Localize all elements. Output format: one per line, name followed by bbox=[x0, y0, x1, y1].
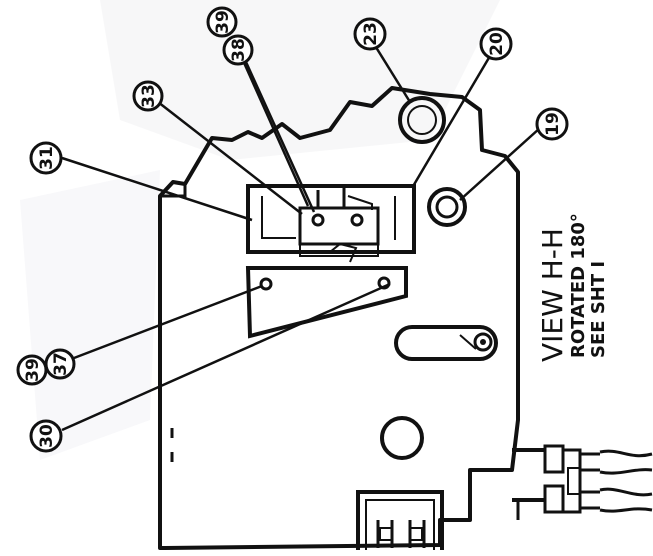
callout-label: 39 bbox=[213, 10, 233, 34]
callout-label: 23 bbox=[361, 22, 381, 46]
callout-label: 30 bbox=[37, 424, 57, 448]
sheet-note: SEE SHT I bbox=[588, 261, 609, 358]
slot-with-pin bbox=[394, 325, 498, 361]
callout-label: 33 bbox=[139, 84, 159, 108]
large-boss-23 bbox=[398, 96, 446, 144]
callout-39-top: 39 bbox=[206, 6, 238, 38]
callout-19: 19 bbox=[535, 107, 569, 141]
bushing-19 bbox=[427, 187, 467, 227]
callout-label: 20 bbox=[487, 32, 507, 56]
callout-31: 31 bbox=[29, 141, 63, 175]
view-note: VIEW H-H ROTATED 180° SEE SHT I bbox=[536, 213, 609, 362]
rotation-note: ROTATED 180° bbox=[568, 213, 589, 358]
callout-label: 37 bbox=[51, 352, 71, 376]
micro-switch-33 bbox=[298, 184, 380, 263]
terminal-bracket bbox=[356, 490, 444, 550]
callout-23: 23 bbox=[353, 17, 387, 51]
callout-33: 33 bbox=[132, 80, 164, 112]
callout-39-bottom: 39 bbox=[16, 354, 48, 386]
callout-30: 30 bbox=[29, 419, 63, 453]
callout-label: 19 bbox=[543, 112, 563, 136]
callout-37: 37 bbox=[44, 348, 76, 380]
callout-38: 38 bbox=[222, 34, 254, 66]
view-title: VIEW H-H bbox=[536, 228, 569, 362]
leader-lines bbox=[61, 37, 541, 432]
callout-label: 39 bbox=[23, 358, 43, 382]
callout-label: 38 bbox=[229, 38, 249, 62]
round-hole bbox=[380, 416, 424, 460]
callout-20: 20 bbox=[479, 27, 513, 61]
callout-label: 31 bbox=[37, 146, 57, 170]
housing-plate-outline bbox=[158, 86, 520, 550]
